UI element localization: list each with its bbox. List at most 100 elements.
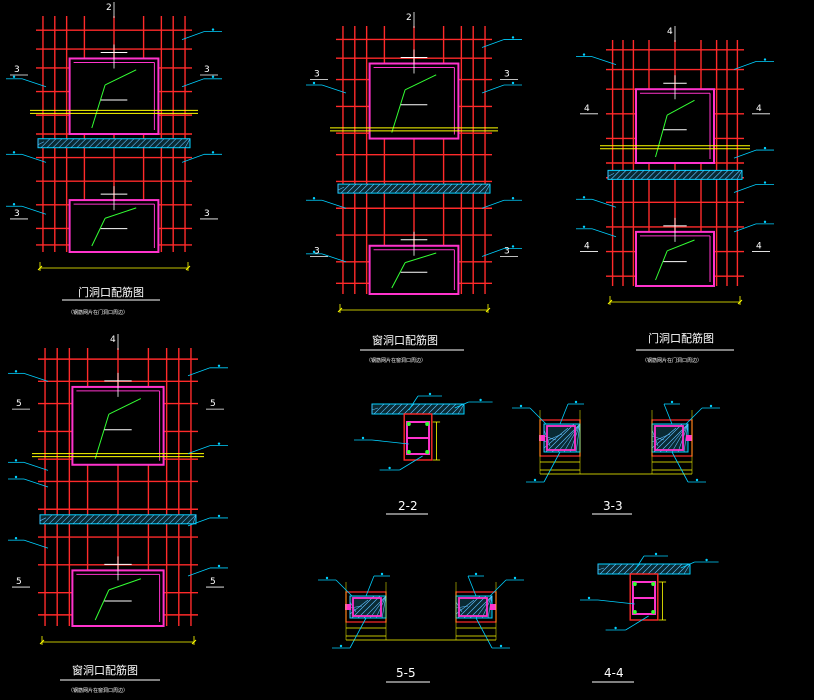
leader-text-dot xyxy=(211,75,215,79)
hatch-line xyxy=(150,514,161,525)
top-cut-number: 2 xyxy=(106,3,112,13)
view-title: 窗洞口配筋图 xyxy=(72,663,138,677)
dim-tick xyxy=(485,307,491,313)
svg-text:3-3: 3-3 xyxy=(603,499,623,513)
hatch-line xyxy=(162,514,173,525)
section-5-5-right-jamb xyxy=(455,572,524,649)
accent-leader xyxy=(94,414,110,459)
stirrup xyxy=(352,597,382,617)
stirrup xyxy=(458,597,488,617)
hatch-line xyxy=(148,138,159,148)
leader-line xyxy=(349,617,367,649)
hatch-line xyxy=(76,138,87,148)
hatch-line xyxy=(369,595,387,619)
hatch-line xyxy=(700,170,711,180)
leader-text-dot xyxy=(763,58,767,61)
leader-text-dot xyxy=(312,197,316,200)
leader-line xyxy=(597,599,635,605)
hatch-line xyxy=(641,563,653,575)
leader-callout xyxy=(454,398,493,409)
hatch-line xyxy=(382,183,393,194)
leader-line xyxy=(529,407,547,425)
hatch-line xyxy=(156,514,167,525)
leader-line xyxy=(733,61,757,70)
hatch-line xyxy=(72,514,83,525)
leader-line xyxy=(365,575,375,597)
leader-line xyxy=(21,78,47,88)
hatch-line xyxy=(433,403,445,415)
cut-number: 5 xyxy=(210,399,216,409)
hatch-line xyxy=(665,563,677,575)
hatch-line xyxy=(364,183,375,194)
hatch-line xyxy=(611,563,623,575)
section-cut-mark: 4 xyxy=(580,104,598,115)
leader-callout xyxy=(733,181,774,193)
hatch-line xyxy=(653,563,665,575)
top-cut-number: 4 xyxy=(110,335,116,345)
hatch-line xyxy=(379,403,391,415)
leader-callout xyxy=(8,536,49,549)
hatch-line xyxy=(652,170,663,180)
leader-callout xyxy=(8,475,49,488)
cut-number: 4 xyxy=(584,104,590,114)
top-cut-number: 2 xyxy=(406,13,412,23)
dim-tick xyxy=(39,639,45,645)
rebar-dot xyxy=(632,582,637,586)
leader-line xyxy=(23,461,49,471)
hatch-line xyxy=(472,183,483,194)
leader-callout xyxy=(481,36,522,48)
leader-line xyxy=(663,403,673,425)
hatch-line xyxy=(138,514,149,525)
hatch-line xyxy=(640,170,651,180)
concrete-hatch xyxy=(455,595,493,619)
hatch-line xyxy=(665,423,689,453)
cut-number: 4 xyxy=(756,242,762,252)
dim-tick xyxy=(607,299,613,305)
leader-callout xyxy=(580,596,635,605)
accent-leader xyxy=(391,262,406,289)
hatch-line xyxy=(400,183,411,194)
hatch-line xyxy=(376,183,387,194)
leader-text-dot xyxy=(325,576,329,580)
leader-text-dot xyxy=(12,151,16,154)
leader-callout xyxy=(187,564,228,577)
leader-line xyxy=(335,579,353,597)
view-title-window-1: 窗洞口配筋图 （钢筋网片在窗洞口周边） xyxy=(360,333,464,364)
hatch-line xyxy=(94,138,105,148)
dim-tick xyxy=(337,307,343,313)
concrete-hatch xyxy=(607,169,743,180)
leader-callout xyxy=(481,81,522,94)
section-5-5-left-jamb xyxy=(318,572,390,649)
hatch-line xyxy=(351,595,375,619)
hatch-line xyxy=(358,183,369,194)
hatch-line xyxy=(599,563,611,575)
hatch-line xyxy=(597,567,605,571)
leader-text-dot xyxy=(511,245,515,248)
leader-text-dot xyxy=(513,576,517,580)
leader-line xyxy=(187,445,211,455)
leader-callout xyxy=(187,442,228,455)
hatch-line xyxy=(736,170,743,180)
leader-text-dot xyxy=(670,400,674,404)
hatch-line xyxy=(102,514,113,525)
hatch-line xyxy=(381,595,387,619)
hatch-line xyxy=(628,170,639,180)
concrete-hatch xyxy=(543,423,581,453)
rebar-dot xyxy=(651,582,656,586)
cut-number: 3 xyxy=(204,65,210,75)
hatch-outline xyxy=(607,169,743,180)
leader-text-dot xyxy=(705,558,708,562)
leader-callout xyxy=(733,58,774,70)
cut-number: 3 xyxy=(504,246,510,256)
hatch-line xyxy=(605,563,617,575)
section-cut-mark: 3 xyxy=(200,209,218,220)
leader-line xyxy=(399,455,423,471)
hatch-line xyxy=(671,563,683,575)
section-3-3-right-jamb xyxy=(651,400,720,483)
leader-text-dot xyxy=(361,436,365,440)
leader-callout xyxy=(733,146,774,159)
leader-callout xyxy=(6,203,47,215)
hatch-line xyxy=(370,183,381,194)
view-subtitle: （钢筋网片在门洞口周边） xyxy=(642,357,702,364)
